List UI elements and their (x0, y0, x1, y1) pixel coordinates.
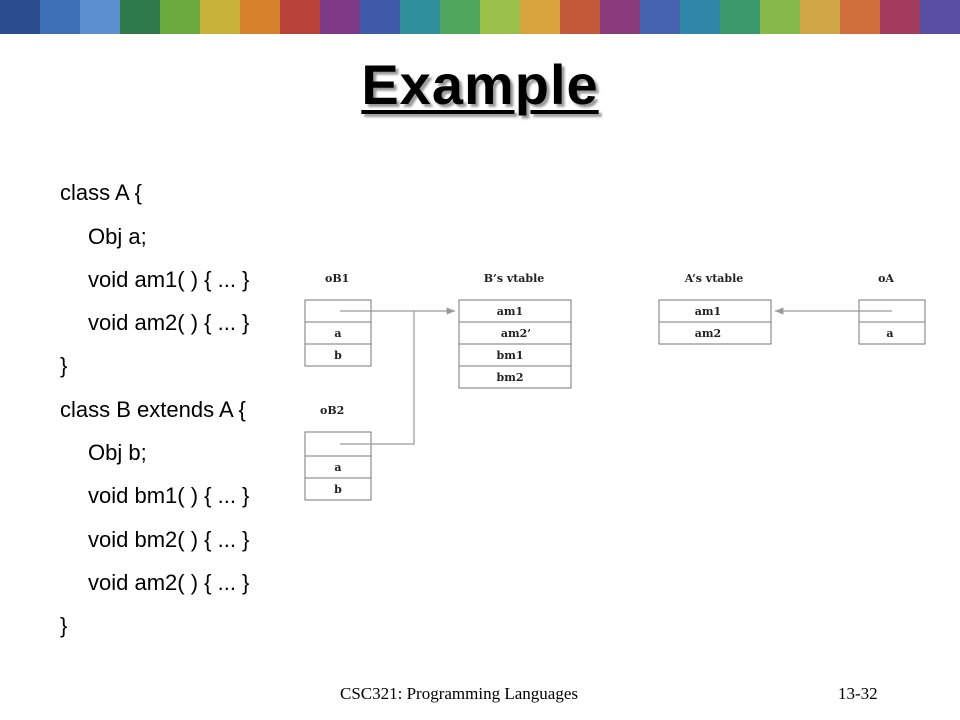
banner-segment (880, 0, 920, 34)
a-vtable: am1 am2 (658, 299, 772, 345)
field-label: a (886, 327, 893, 340)
banner-segment (240, 0, 280, 34)
banner-segment (360, 0, 400, 34)
vtable-entry: am1 (695, 305, 721, 318)
field-label: b (334, 349, 342, 362)
field-label: a (334, 461, 341, 474)
object-label-oB2: oB2 (320, 404, 344, 417)
vtable-label-b: B’s vtable (484, 272, 545, 285)
footer-page-number: 13-32 (838, 684, 878, 703)
banner-segment (480, 0, 520, 34)
code-line: } (60, 613, 68, 638)
banner-segment (400, 0, 440, 34)
color-banner (0, 0, 960, 34)
b-vtable: am1 am2’ bm1 bm2 (458, 299, 572, 389)
code-line: void am2( ) { ... } (88, 310, 250, 335)
object-cell (858, 321, 926, 345)
banner-segment (520, 0, 560, 34)
object-label-oA: oA (878, 272, 894, 285)
code-line: void bm2( ) { ... } (88, 527, 250, 552)
object-oA: a (858, 299, 926, 345)
object-label-oB1: oB1 (325, 272, 349, 285)
banner-segment (120, 0, 160, 34)
banner-segment (640, 0, 680, 34)
banner-segment (160, 0, 200, 34)
banner-segment (320, 0, 360, 34)
banner-segment (80, 0, 120, 34)
code-line: Obj b; (88, 440, 147, 465)
footer-course: CSC321: Programming Languages (340, 684, 578, 703)
code-line: void am1( ) { ... } (88, 267, 250, 292)
code-line: } (60, 353, 68, 378)
banner-segment (600, 0, 640, 34)
code-line: void am2( ) { ... } (88, 570, 250, 595)
banner-segment (560, 0, 600, 34)
code-line: void bm1( ) { ... } (88, 483, 250, 508)
banner-segment (40, 0, 80, 34)
banner-segment (680, 0, 720, 34)
object-oB1: a b (304, 299, 372, 367)
banner-segment (720, 0, 760, 34)
vtable-entry: am2’ (501, 327, 531, 340)
banner-segment (800, 0, 840, 34)
object-cell (304, 477, 372, 501)
banner-segment (760, 0, 800, 34)
pointer-arrow-oB2 (340, 311, 415, 445)
code-line: class A { (60, 180, 142, 205)
banner-segment (280, 0, 320, 34)
banner-segment (440, 0, 480, 34)
vtable-entry: am1 (497, 305, 523, 318)
code-line: Obj a; (88, 224, 147, 249)
vtable-cell (458, 365, 572, 389)
object-cell (304, 343, 372, 367)
vtable-cell (658, 321, 772, 345)
slide-title: Example (361, 53, 599, 116)
vtable-entry: bm2 (497, 371, 524, 384)
object-oB2: a b (304, 431, 372, 501)
banner-segment (840, 0, 880, 34)
banner-segment (200, 0, 240, 34)
banner-segment (920, 0, 960, 34)
vtable-entry: am2 (695, 327, 721, 340)
code-line: class B extends A { (60, 397, 246, 422)
field-label: a (334, 327, 341, 340)
vtable-entry: bm1 (497, 349, 524, 362)
field-label: b (334, 483, 342, 496)
vtable-label-a: A’s vtable (684, 272, 744, 285)
banner-segment (0, 0, 40, 34)
